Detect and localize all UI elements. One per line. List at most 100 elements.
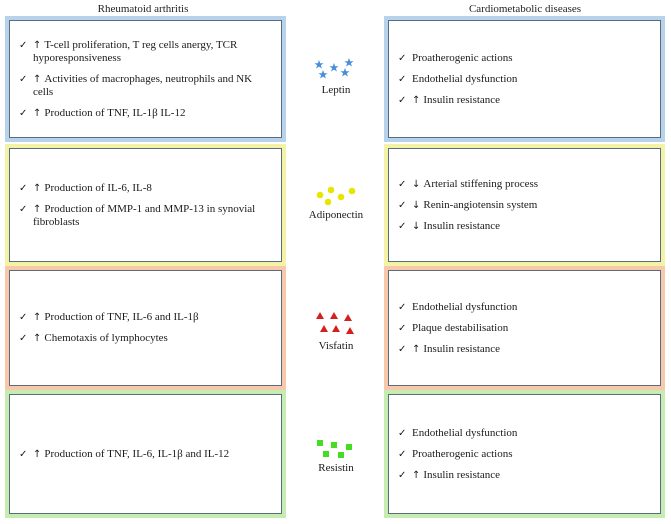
- effect-label: Production of TNF, IL-6, IL-1β and IL-12: [44, 447, 230, 460]
- effect-text: ↑Insulin resistance: [412, 343, 650, 356]
- effect-item: ✓ ↑Production of TNF, IL-6, IL-1β and IL-…: [19, 448, 271, 461]
- effect-text: ↑Production of IL-6, IL-8: [33, 182, 271, 195]
- effect-label: Production of IL-6, IL-8: [44, 181, 152, 194]
- check-icon: ✓: [19, 448, 28, 460]
- effect-text: ↑Production of TNF, IL-6, IL-1β and IL-1…: [33, 448, 271, 461]
- check-icon: ✓: [398, 52, 407, 64]
- rheumatoid-arthritis-header: Rheumatoid arthritis: [97, 3, 189, 15]
- effect-label: Proatherogenic actions: [412, 447, 513, 460]
- resistin-label: Resistin: [318, 462, 354, 474]
- effect-label: Endothelial dysfunction: [412, 300, 518, 313]
- arrow-up-icon: ↑: [33, 333, 42, 344]
- triangle-icon: [316, 312, 354, 334]
- leptin-center: Leptin: [300, 58, 372, 96]
- arrow-up-icon: ↑: [412, 94, 421, 106]
- check-icon: ✓: [19, 39, 28, 51]
- adiponectin-ra-box: ✓↑Production of IL-6, IL-8✓↑Production o…: [9, 148, 282, 262]
- effect-item: ✓ Endothelial dysfunction: [398, 427, 650, 440]
- effect-label: Insulin resistance: [423, 468, 501, 481]
- check-icon: ✓: [19, 312, 28, 323]
- arrow-up-icon: ↑: [33, 203, 42, 215]
- effect-text: ↓Arterial stiffening process: [412, 178, 650, 191]
- effect-text: Endothelial dysfunction: [412, 73, 650, 86]
- effect-text: Endothelial dysfunction: [412, 301, 650, 314]
- visfatin-ra-box: ✓ ↑Production of TNF, IL-6 and IL-1β ✓ ↑Che…: [9, 270, 282, 386]
- effect-item: ✓ ↓Insulin resistance: [398, 220, 650, 233]
- effect-text: ↓Insulin resistance: [412, 220, 650, 233]
- effect-label: Insulin resistance: [423, 93, 501, 106]
- effect-label: T-cell proliferation, T reg cells anergy…: [33, 38, 238, 64]
- arrow-up-icon: ↑: [412, 469, 421, 481]
- effect-label: Activities of macrophages, neutrophils a…: [33, 72, 253, 98]
- star-icon: [314, 58, 354, 79]
- effect-text: ↑Production of MMP-1 and MMP-13 in synov…: [33, 203, 271, 229]
- arrow-up-icon: ↑: [33, 39, 42, 51]
- effect-item: ✓ ↓Arterial stiffening process: [398, 178, 650, 191]
- check-icon: ✓: [398, 73, 407, 85]
- effect-text: Endothelial dysfunction: [412, 427, 650, 440]
- effect-item: ✓ Proatherogenic actions: [398, 52, 650, 65]
- check-icon: ✓: [398, 448, 407, 460]
- check-icon: ✓: [398, 220, 407, 232]
- adiponectin-cardio-box: ✓ ↓Arterial stiffening process ✓ ↓Renin-ang…: [388, 148, 661, 262]
- check-icon: ✓: [19, 107, 28, 119]
- square-icon: [317, 440, 352, 458]
- effect-label: Production of MMP-1 and MMP-13 in synovi…: [33, 202, 256, 228]
- effect-item: ✓ ↓Renin-angiotensin system: [398, 199, 650, 212]
- effect-text: ↑Activities of macrophages, neutrophils …: [33, 73, 271, 99]
- leptin-label: Leptin: [321, 84, 351, 96]
- leptin-cardio-box: ✓ Proatherogenic actions ✓ Endothelial dysf…: [388, 20, 661, 138]
- check-icon: ✓: [398, 178, 407, 190]
- arrow-up-icon: ↑: [33, 107, 42, 119]
- effect-label: Insulin resistance: [423, 342, 501, 355]
- adiponectin-label: Adiponectin: [308, 209, 364, 221]
- effect-label: Production of TNF, IL-1β IL-12: [44, 106, 186, 119]
- check-icon: ✓: [398, 343, 407, 355]
- effect-item: ✓ ↑Production of TNF, IL-1β IL-12: [19, 107, 271, 120]
- effect-item: ✓ ↑Chemotaxis of lymphocytes: [19, 332, 271, 345]
- effect-item: ✓ Endothelial dysfunction: [398, 73, 650, 86]
- effect-item: ✓↑Production of IL-6, IL-8: [19, 182, 271, 195]
- visfatin-center: Visfatin: [300, 310, 372, 352]
- visfatin-cardio-box: ✓ Endothelial dysfunction ✓ Plaque destabil…: [388, 270, 661, 386]
- check-icon: ✓: [398, 301, 407, 313]
- check-icon: ✓: [398, 94, 407, 106]
- leptin-ra-box: ✓↑T-cell proliferation, T reg cells aner…: [9, 20, 282, 138]
- effect-item: ✓ ↑T-cell proliferation, T reg cells aner…: [19, 39, 271, 65]
- arrow-up-icon: ↑: [33, 312, 42, 323]
- effect-item: ✓ ↑Production of TNF, IL-6 and IL-1β: [19, 311, 271, 324]
- check-icon: ✓: [19, 73, 28, 85]
- effect-item: ✓ Endothelial dysfunction: [398, 301, 650, 314]
- effect-text: Proatherogenic actions: [412, 448, 650, 461]
- arrow-up-icon: ↑: [33, 73, 42, 85]
- arrow-up-icon: ↑: [412, 343, 421, 355]
- effect-label: Endothelial dysfunction: [412, 426, 518, 439]
- check-icon: ✓: [19, 333, 28, 344]
- effect-item: ✓ ↑Insulin resistance: [398, 343, 650, 356]
- arrow-up-icon: ↑: [33, 182, 42, 194]
- effect-label: Chemotaxis of lymphocytes: [44, 332, 168, 344]
- check-icon: ✓: [398, 322, 407, 334]
- effect-label: Proatherogenic actions: [412, 51, 513, 64]
- effect-text: ↑Production of TNF, IL-6 and IL-1β: [33, 311, 271, 324]
- effect-text: ↑Chemotaxis of lymphocytes: [33, 332, 271, 345]
- adiponectin-center: Adiponectin: [300, 185, 372, 221]
- effect-text: ↑Insulin resistance: [412, 469, 650, 482]
- effect-text: ↑Production of TNF, IL-1β IL-12: [33, 107, 271, 120]
- effect-text: Plaque destabilisation: [412, 322, 650, 335]
- effect-item: ✓ ↑Activities of macrophages, neutrophils…: [19, 73, 271, 99]
- circle-icon: [316, 186, 356, 206]
- check-icon: ✓: [398, 427, 407, 439]
- effect-text: ↑T-cell proliferation, T reg cells anerg…: [33, 39, 271, 65]
- cardiometabolic-diseases-header: Cardiometabolic diseases: [468, 3, 582, 15]
- effect-text: ↓Renin-angiotensin system: [412, 199, 650, 212]
- resistin-ra-box: ✓ ↑Production of TNF, IL-6, IL-1β and IL-…: [9, 394, 282, 514]
- arrow-down-icon: ↓: [412, 178, 421, 190]
- arrow-up-icon: ↑: [33, 448, 42, 460]
- check-icon: ✓: [398, 199, 407, 211]
- effect-label: Production of TNF, IL-6 and IL-1β: [44, 311, 199, 323]
- arrow-down-icon: ↓: [412, 199, 421, 211]
- effect-item: ✓ Proatherogenic actions: [398, 448, 650, 461]
- effect-item: ✓ Plaque destabilisation: [398, 322, 650, 335]
- visfatin-label: Visfatin: [318, 340, 354, 352]
